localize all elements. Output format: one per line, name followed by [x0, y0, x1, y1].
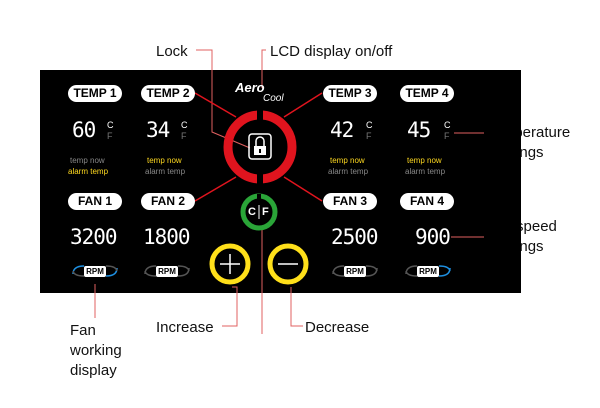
temp2-now-label: temp now — [147, 156, 182, 165]
temp1-value: 60 — [72, 118, 96, 142]
temp3-alarm-label: alarm temp — [328, 167, 369, 176]
connector-fan3 — [283, 176, 323, 202]
leader-increase — [222, 286, 238, 327]
brand-logo-sub: Cool — [263, 93, 284, 104]
temp1-alarm-label: alarm temp — [68, 167, 109, 176]
temp4-now-label: temp now — [407, 156, 442, 165]
cf-toggle-f[interactable]: F — [262, 206, 269, 218]
fan2-rpm-label: RPM — [156, 266, 178, 277]
connector-fan2 — [194, 176, 237, 202]
temp1-label: TEMP 1 — [68, 85, 122, 102]
decrease-ring — [267, 243, 309, 285]
leader-decrease — [290, 287, 303, 327]
temp4-label: TEMP 4 — [400, 85, 454, 102]
lock-button[interactable] — [228, 115, 292, 179]
fan2-value: 1800 — [143, 225, 191, 249]
temp3-now-label: temp now — [330, 156, 365, 165]
rotating-arrows-icon — [72, 265, 118, 277]
padlock-icon — [248, 133, 272, 160]
fan4-value: 900 — [415, 225, 451, 249]
callout-fan-working-line1: Fan — [70, 322, 96, 339]
temp1-unit-c: C — [107, 120, 114, 130]
temp4-alarm-label: alarm temp — [405, 167, 446, 176]
temp4-unit-c: C — [444, 120, 451, 130]
callout-fan-working-line2: working — [70, 342, 122, 359]
fan4-label: FAN 4 — [400, 193, 454, 210]
temp4-unit-f: F — [444, 131, 450, 141]
leader-lcd — [261, 49, 266, 88]
callout-increase: Increase — [156, 319, 214, 336]
temp2-unit-f: F — [181, 131, 187, 141]
temp3-unit-f: F — [366, 131, 372, 141]
fan1-rpm-indicator: RPM — [70, 262, 120, 280]
temp2-alarm-label: alarm temp — [145, 167, 186, 176]
fan1-rpm-label: RPM — [84, 266, 106, 277]
fan2-rpm-indicator: RPM — [142, 262, 192, 280]
temp2-value: 34 — [146, 118, 170, 142]
temp4-value: 45 — [407, 118, 431, 142]
cf-toggle-c[interactable]: C — [248, 206, 256, 218]
callout-lcd-display: LCD display on/off — [270, 43, 393, 60]
callout-fan-working-line3: display — [70, 362, 117, 379]
temp3-label: TEMP 3 — [323, 85, 377, 102]
rotating-arrows-icon — [405, 265, 451, 277]
increase-ring — [209, 243, 251, 285]
fan3-label: FAN 3 — [323, 193, 377, 210]
rotating-arrows-icon — [332, 265, 378, 277]
control-panel — [40, 70, 521, 293]
callout-lock: Lock — [156, 43, 188, 60]
temp1-now-label: temp now — [70, 156, 105, 165]
fan2-label: FAN 2 — [141, 193, 195, 210]
brand-logo: Aero — [235, 80, 265, 95]
decrease-button[interactable] — [270, 246, 306, 282]
fan1-label: FAN 1 — [68, 193, 122, 210]
temp3-value: 42 — [330, 118, 354, 142]
rotating-arrows-icon — [144, 265, 190, 277]
temp1-unit-f: F — [107, 131, 113, 141]
connector-temp3 — [283, 92, 323, 118]
fan4-rpm-indicator: RPM — [403, 262, 453, 280]
fan3-value: 2500 — [331, 225, 379, 249]
fan1-value: 3200 — [70, 225, 118, 249]
increase-button[interactable] — [212, 246, 248, 282]
connector-temp2 — [194, 92, 237, 118]
callout-decrease: Decrease — [305, 319, 370, 336]
temp2-unit-c: C — [181, 120, 188, 130]
temp3-unit-c: C — [366, 120, 373, 130]
temp2-label: TEMP 2 — [141, 85, 195, 102]
fan3-rpm-indicator: RPM — [330, 262, 380, 280]
fan4-rpm-label: RPM — [417, 266, 439, 277]
fan3-rpm-label: RPM — [344, 266, 366, 277]
